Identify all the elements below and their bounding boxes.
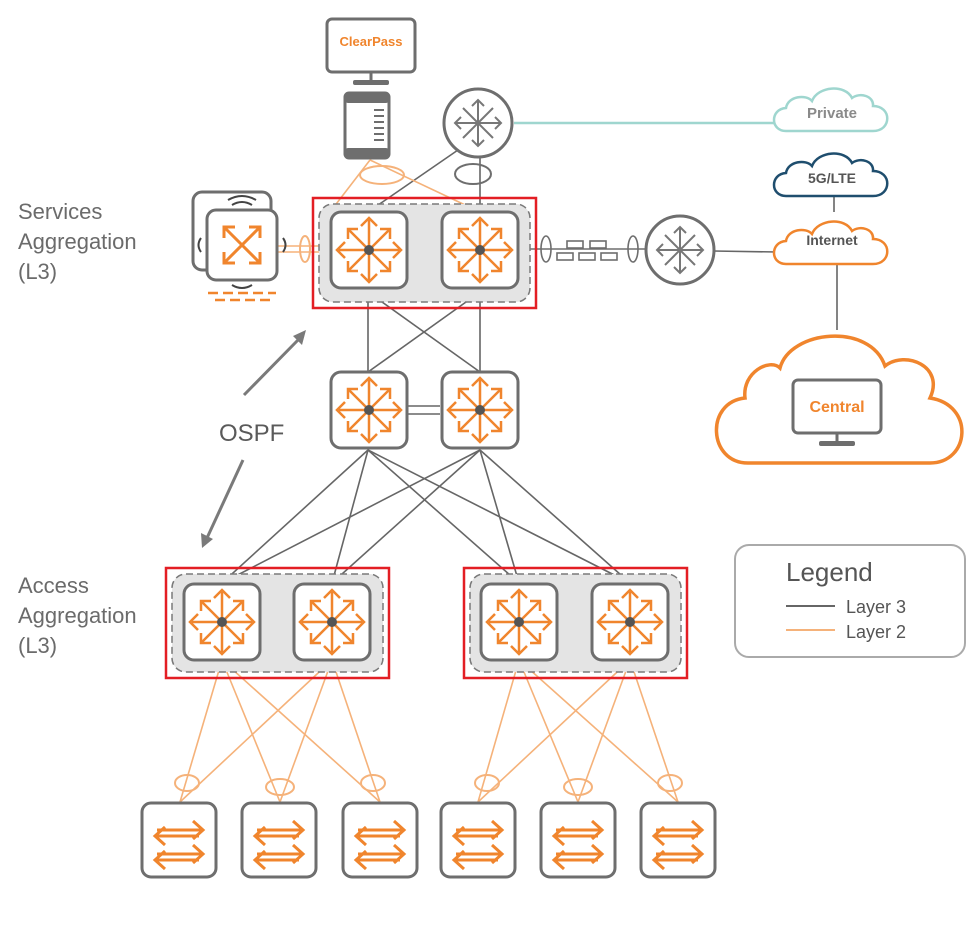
access-label-line2: Aggregation bbox=[18, 603, 137, 628]
access-agg-left-highlight bbox=[164, 566, 391, 680]
private-cloud: Private bbox=[772, 87, 889, 133]
ospf-arrow bbox=[201, 330, 306, 548]
access-agg-left-switch-1[interactable] bbox=[184, 584, 260, 660]
lte-cloud-label: 5G/LTE bbox=[808, 170, 856, 186]
services-agg-switch-1[interactable] bbox=[331, 212, 407, 288]
core-switch-2[interactable] bbox=[442, 372, 518, 448]
access-aggregation-label: Access Aggregation (L3) bbox=[18, 571, 137, 661]
central-cloud: Central bbox=[714, 334, 964, 465]
legend: Legend Layer 3 Layer 2 bbox=[734, 544, 966, 658]
services-agg-highlight bbox=[311, 196, 538, 310]
services-label-line3: (L3) bbox=[18, 259, 58, 284]
wan-uplink-chain bbox=[530, 235, 645, 263]
clearpass-label: ClearPass bbox=[340, 34, 403, 49]
central-label: Central bbox=[809, 399, 864, 416]
access-agg-right-highlight bbox=[462, 566, 689, 680]
access-switch-6[interactable] bbox=[639, 801, 717, 879]
legend-layer3-label: Layer 3 bbox=[846, 597, 906, 617]
legend-layer2-label: Layer 2 bbox=[846, 622, 906, 642]
services-aggregation-label: Services Aggregation (L3) bbox=[18, 197, 137, 287]
access-switch-4[interactable] bbox=[439, 801, 517, 879]
internet-cloud: Internet bbox=[772, 220, 889, 266]
access-point-icon[interactable] bbox=[191, 190, 287, 302]
access-switch-3[interactable] bbox=[341, 801, 419, 879]
access-switch-5[interactable] bbox=[539, 801, 617, 879]
access-agg-right-switch-1[interactable] bbox=[481, 584, 557, 660]
access-agg-left-switch-2[interactable] bbox=[294, 584, 370, 660]
access-label-line3: (L3) bbox=[18, 633, 58, 658]
server-icon bbox=[343, 91, 391, 160]
wan-edge-router[interactable] bbox=[644, 214, 716, 286]
legend-title: Legend bbox=[786, 557, 873, 587]
services-gateway-router[interactable] bbox=[442, 87, 514, 159]
access-switch-2[interactable] bbox=[240, 801, 318, 879]
services-label-line2: Aggregation bbox=[18, 229, 137, 254]
access-label-line1: Access bbox=[18, 573, 89, 598]
clearpass-monitor[interactable]: ClearPass bbox=[325, 17, 417, 85]
core-switch-1[interactable] bbox=[331, 372, 407, 448]
lte-cloud: 5G/LTE bbox=[772, 152, 889, 198]
ospf-label: OSPF bbox=[219, 420, 285, 447]
access-agg-right-switch-2[interactable] bbox=[592, 584, 668, 660]
services-agg-switch-2[interactable] bbox=[442, 212, 518, 288]
internet-cloud-label: Internet bbox=[806, 232, 858, 248]
private-cloud-label: Private bbox=[807, 105, 857, 122]
services-label-line1: Services bbox=[18, 199, 103, 224]
access-switch-1[interactable] bbox=[140, 801, 218, 879]
